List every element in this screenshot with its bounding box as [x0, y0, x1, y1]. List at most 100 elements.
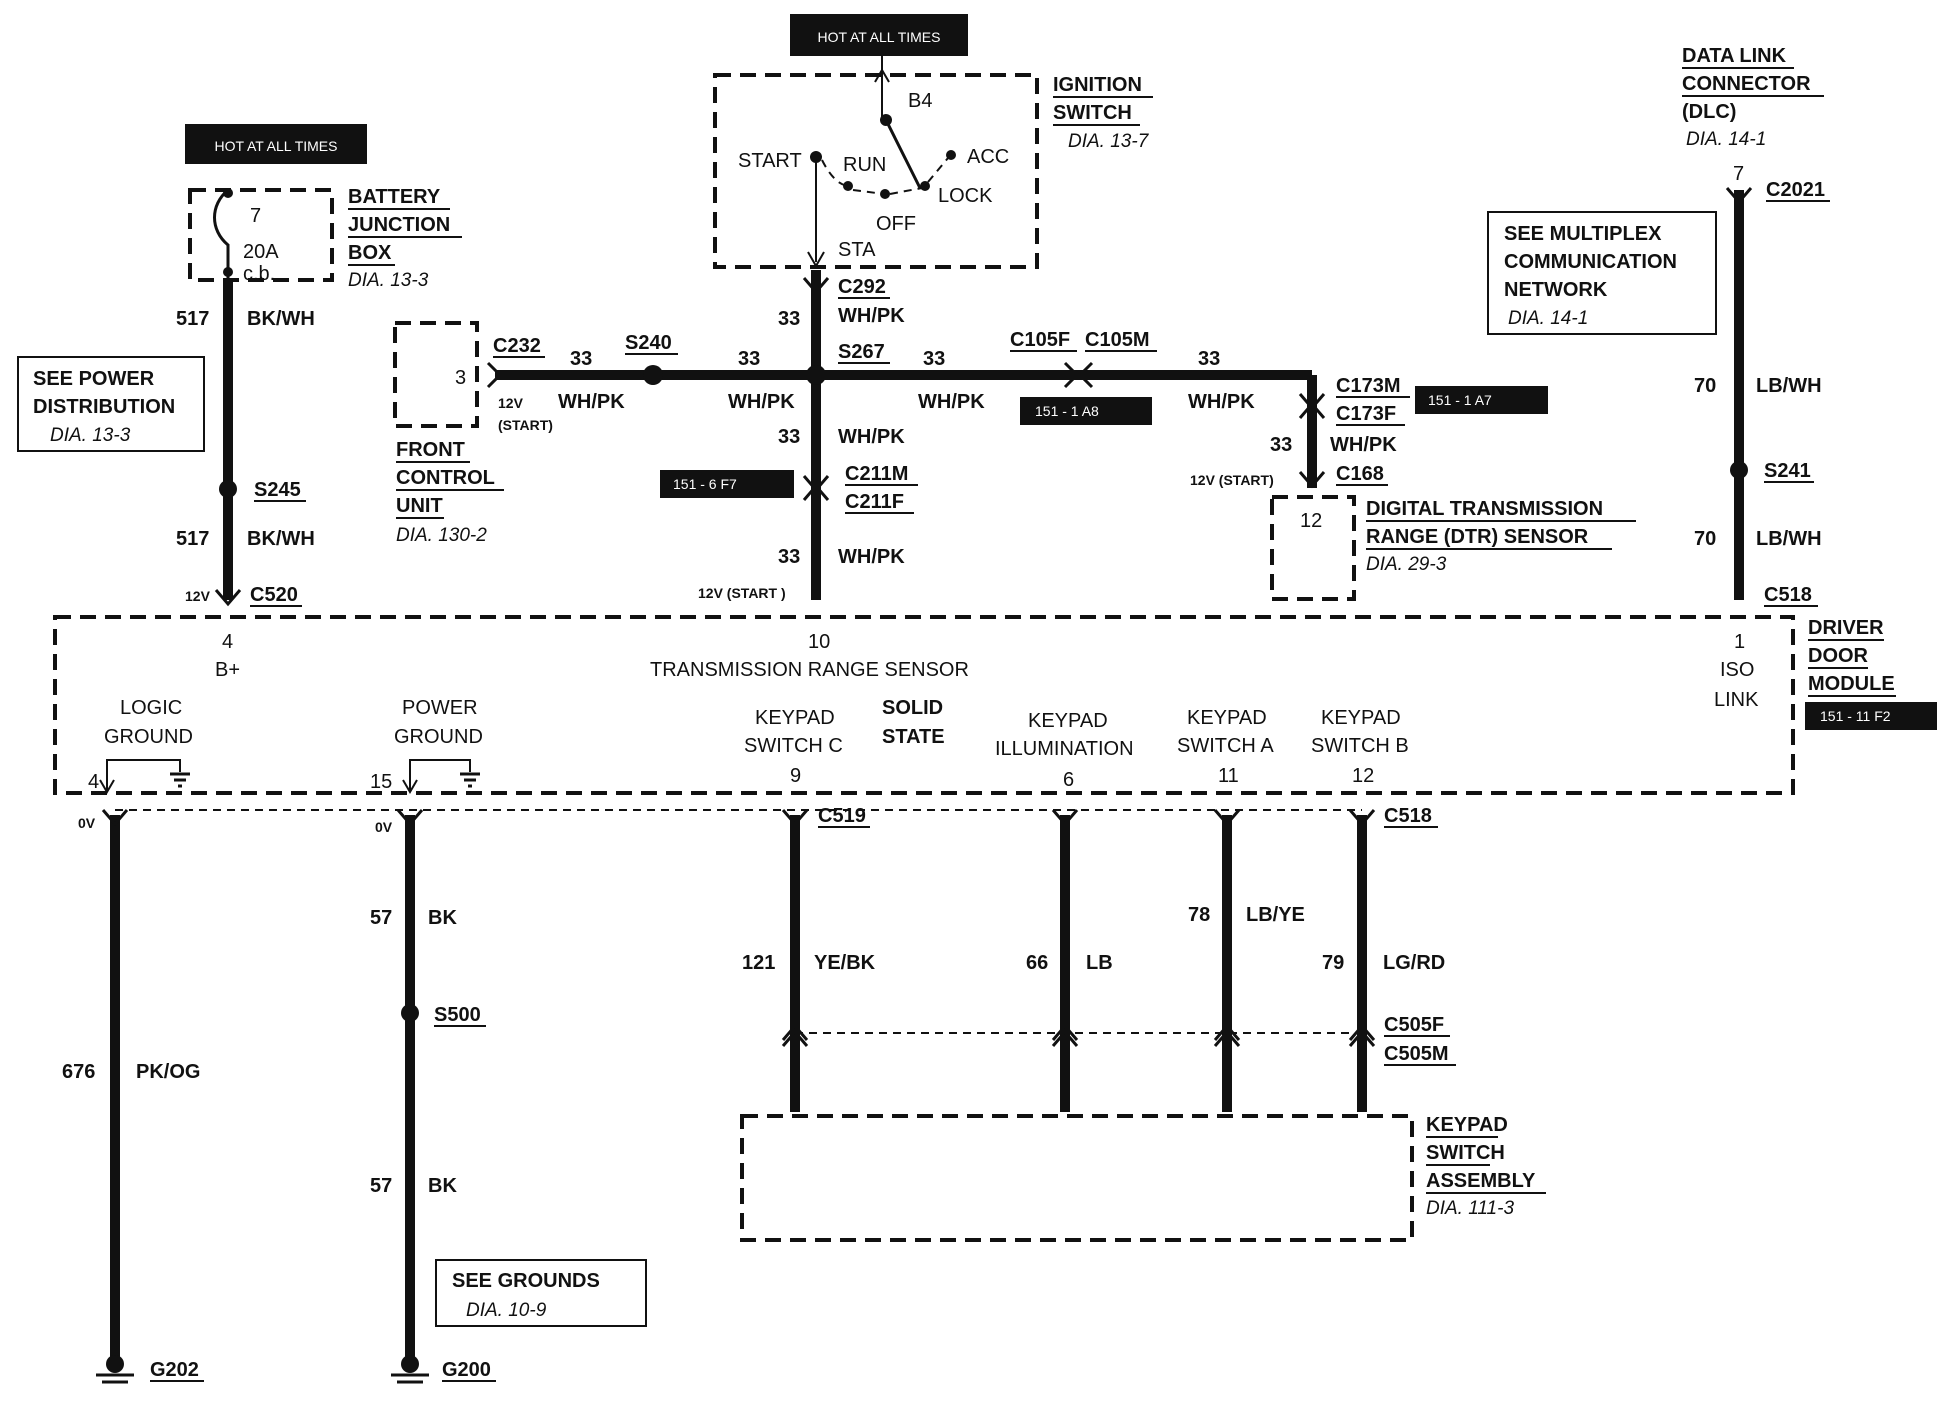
label-driver-door-module-name-lines-2: MODULE — [1808, 673, 1895, 695]
label-driver-door-module-name-lines-1: DOOR — [1808, 645, 1869, 667]
circuit-breaker-symbol — [213, 188, 230, 280]
label-circuits-bk: BK — [428, 907, 457, 929]
label-ignition-switch-b4: B4 — [908, 90, 932, 112]
label-keypad-switch-assembly-name-lines-0: KEYPAD — [1426, 1114, 1508, 1136]
label-connectors-s500: S500 — [434, 1004, 481, 1026]
label-driver-door-module-keypad-illum-0: KEYPAD — [1028, 710, 1108, 732]
label-connectors-s267: S267 — [838, 341, 885, 363]
label-circuits-lg-rd: LG/RD — [1383, 952, 1445, 974]
splice-s240 — [643, 365, 663, 385]
label-circuits-c33: 33 — [923, 348, 945, 370]
label-driver-door-module-trs-label: TRANSMISSION RANGE SENSOR — [650, 659, 969, 681]
ground-g202: G202 — [96, 1355, 204, 1384]
tag-151-1-a8: 151 - 1 A8 — [1020, 397, 1152, 425]
label-tags-a7: 151 - 1 A7 — [1428, 392, 1492, 408]
label-circuits-pk-og: PK/OG — [136, 1061, 200, 1083]
label-connectors-c211m: C211M — [845, 463, 908, 485]
label-circuits-c33: 33 — [738, 348, 760, 370]
label-voltages-v0: 0V — [78, 815, 96, 831]
label-circuits-c517: 517 — [176, 528, 209, 550]
label-voltages-v0: 0V — [375, 819, 393, 835]
label-battery-junction-box-name-lines-1: JUNCTION — [348, 214, 450, 236]
label-circuits-c33: 33 — [570, 348, 592, 370]
label-connectors-s245: S245 — [254, 479, 301, 501]
label-data-link-connector-ref: DIA. 14-1 — [1686, 129, 1766, 150]
label-circuits-c66: 66 — [1026, 952, 1048, 974]
label-driver-door-module-pin4-top: 4 — [222, 631, 233, 653]
label-connectors-c173f: C173F — [1336, 403, 1396, 425]
label-circuits-wh-pk: WH/PK — [1188, 391, 1255, 413]
label-voltages-v12-start: 12V (START) — [1190, 472, 1274, 488]
label-connectors-dlc-pin: 7 — [1733, 163, 1744, 185]
label-front-control-unit-ref: DIA. 130-2 — [396, 525, 487, 546]
label-see-multiplex-lines-0: SEE MULTIPLEX — [1504, 223, 1662, 245]
label-voltages-v12: 12V — [498, 395, 524, 411]
label-battery-junction-box-rating-type: c.b. — [243, 263, 275, 285]
label-dtr-sensor-name-lines-0: DIGITAL TRANSMISSION — [1366, 498, 1603, 520]
label-voltages-v12: 12V — [185, 588, 211, 604]
label-circuits-bk: BK — [428, 1175, 457, 1197]
label-connectors-g202: G202 — [150, 1359, 199, 1381]
label-circuits-wh-pk: WH/PK — [558, 391, 625, 413]
label-see-power-distribution-ref: DIA. 13-3 — [50, 425, 131, 446]
label-driver-door-module-iso-link-0: ISO — [1720, 659, 1754, 681]
label-circuits-ye-bk: YE/BK — [814, 952, 876, 974]
label-dtr-sensor-pin: 12 — [1300, 510, 1322, 532]
label-see-multiplex-ref: DIA. 14-1 — [1508, 308, 1588, 329]
label-ignition-switch-ref: DIA. 13-7 — [1068, 131, 1150, 152]
label-connectors-c505f: C505F — [1384, 1014, 1444, 1036]
label-ignition-switch-run: RUN — [843, 154, 886, 176]
driver-door-module: 4 B+ 10 TRANSMISSION RANGE SENSOR 1 ISO … — [53, 615, 1937, 795]
label-circuits-c70: 70 — [1694, 528, 1716, 550]
tag-151-6-f7: 151 - 6 F7 — [660, 470, 794, 498]
hot-at-all-times-left: HOT AT ALL TIMES — [185, 124, 367, 164]
label-connectors-c173m: C173M — [1336, 375, 1400, 397]
label-connectors-c105m: C105M — [1085, 329, 1149, 351]
splice-s500 — [401, 1004, 419, 1022]
label-dtr-sensor-ref: DIA. 29-3 — [1366, 554, 1447, 575]
keypad-switch-assembly: KEYPAD SWITCH ASSEMBLY DIA. 111-3 — [740, 1114, 1546, 1242]
label-connectors-c105f: C105F — [1010, 329, 1070, 351]
label-circuits-wh-pk: WH/PK — [728, 391, 795, 413]
label-voltages-start-paren: (START) — [498, 417, 553, 433]
label-connectors-c519: C519 — [818, 805, 866, 827]
label-circuits-lb-wh: LB/WH — [1756, 375, 1822, 397]
battery-junction-box: 7 20A c.b. BATTERY JUNCTION BOX DIA. 13-… — [188, 186, 462, 291]
label-connectors-s240: S240 — [625, 332, 672, 354]
label-driver-door-module-keypad-a-1: SWITCH A — [1177, 735, 1274, 757]
hot-at-all-times-center: HOT AT ALL TIMES — [790, 14, 968, 56]
front-control-unit: 3 FRONT CONTROL UNIT DIA. 130-2 — [393, 321, 504, 546]
label-hot-at-all-times: HOT AT ALL TIMES — [215, 138, 338, 154]
label-connectors-c518: C518 — [1764, 584, 1812, 606]
label-see-power-distribution-lines-0: SEE POWER — [33, 368, 155, 390]
label-driver-door-module-logic-ground-1: GROUND — [104, 726, 193, 748]
see-power-distribution-box: SEE POWER DISTRIBUTION DIA. 13-3 — [17, 356, 205, 452]
label-driver-door-module-keypad-c-1: SWITCH C — [744, 735, 843, 757]
label-connectors-c232: C232 — [493, 335, 541, 357]
splice-s241 — [1730, 461, 1748, 479]
label-ignition-switch-start: START — [738, 150, 802, 172]
label-front-control-unit-name-lines-1: CONTROL — [396, 467, 495, 489]
label-circuits-lb-wh: LB/WH — [1756, 528, 1822, 550]
label-driver-door-module-keypad-illum-1: ILLUMINATION — [995, 738, 1134, 760]
label-driver-door-module-keypad-c-0: KEYPAD — [755, 707, 835, 729]
label-driver-door-module-keypad-a-0: KEYPAD — [1187, 707, 1267, 729]
tag-151-1-a7: 151 - 1 A7 — [1415, 386, 1548, 414]
label-circuits-bk-wh: BK/WH — [247, 528, 315, 550]
label-circuits-c33: 33 — [1198, 348, 1220, 370]
label-hot-at-all-times: HOT AT ALL TIMES — [818, 29, 941, 45]
ground-g200: G200 — [391, 1355, 496, 1384]
label-driver-door-module-power-ground-1: GROUND — [394, 726, 483, 748]
label-driver-door-module-keypad-b-1: SWITCH B — [1311, 735, 1409, 757]
label-driver-door-module-keypad-b-0: KEYPAD — [1321, 707, 1401, 729]
label-battery-junction-box-rating: 20A — [243, 241, 279, 263]
label-dtr-sensor-name-lines-1: RANGE (DTR) SENSOR — [1366, 526, 1589, 548]
label-ignition-switch-acc: ACC — [967, 146, 1009, 168]
label-driver-door-module-tag: 151 - 11 F2 — [1820, 708, 1891, 724]
label-front-control-unit-name-lines-2: UNIT — [396, 495, 443, 517]
label-circuits-wh-pk: WH/PK — [1330, 434, 1397, 456]
label-driver-door-module-pin11: 11 — [1218, 765, 1239, 787]
label-ignition-switch-name-lines-0: IGNITION — [1053, 74, 1142, 96]
data-link-connector: DATA LINK CONNECTOR (DLC) DIA. 14-1 — [1682, 45, 1824, 150]
